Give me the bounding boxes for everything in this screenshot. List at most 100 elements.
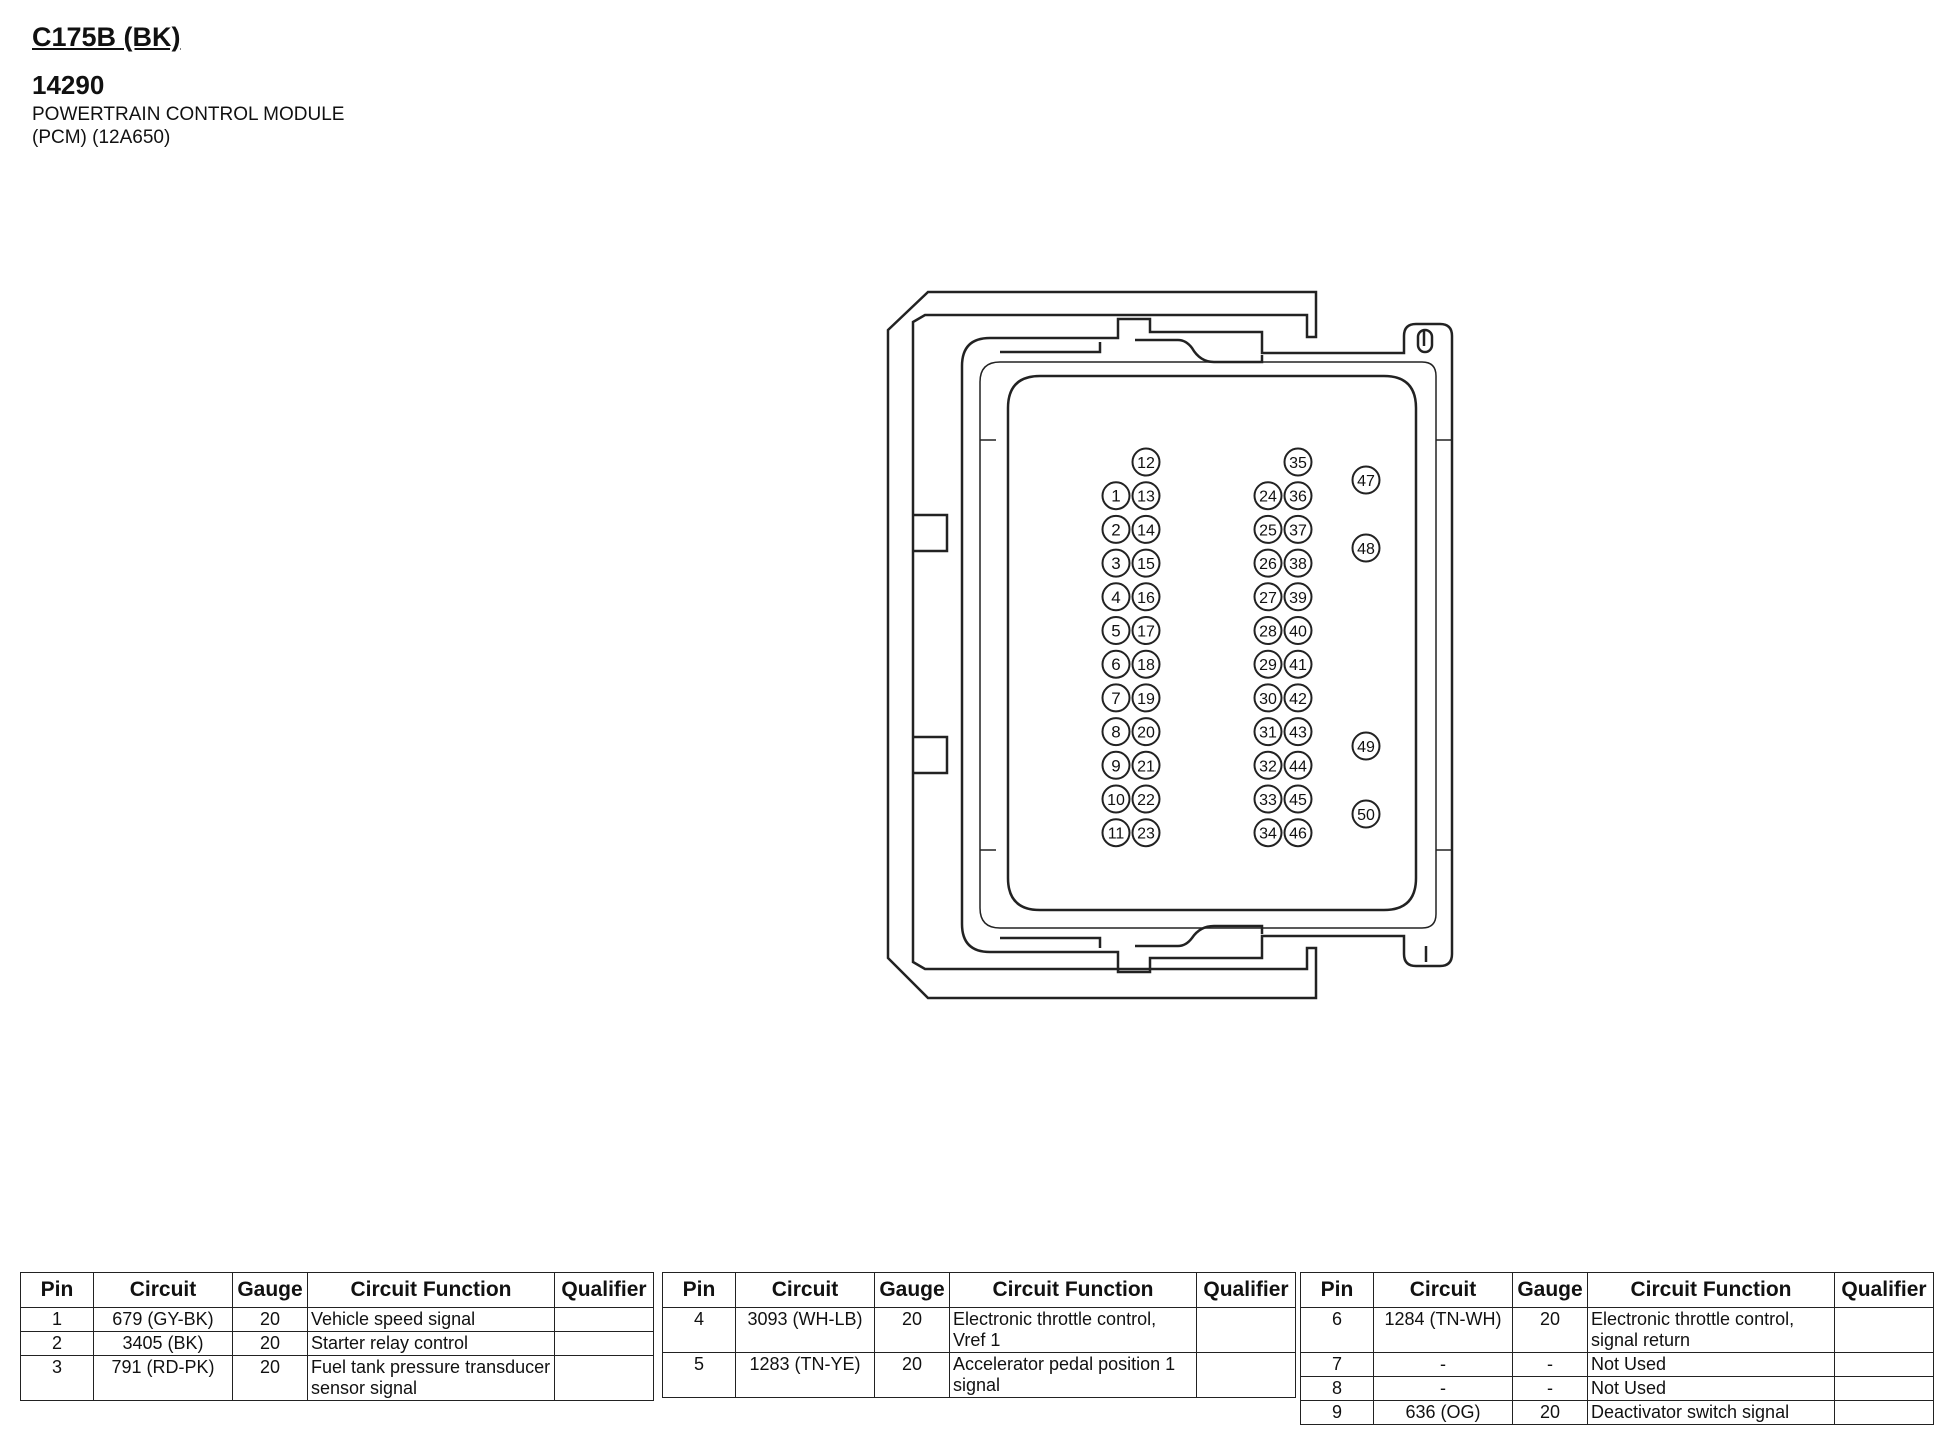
- pin-31: 31: [1253, 717, 1283, 747]
- pin-label: 45: [1289, 792, 1307, 809]
- pin-40: 40: [1283, 616, 1313, 645]
- pin-cell: 4: [662, 1307, 736, 1353]
- pin-14: 14: [1131, 514, 1161, 544]
- gauge-cell: 20: [232, 1331, 308, 1356]
- qualifier-cell: [554, 1355, 654, 1401]
- pin-50: 50: [1351, 799, 1381, 829]
- pin-38: 38: [1283, 548, 1313, 578]
- function-cell: Vehicle speed signal: [307, 1307, 555, 1332]
- pin-41: 41: [1283, 649, 1313, 679]
- pin-cavity: [1101, 514, 1131, 544]
- qualifier-cell: [1834, 1400, 1934, 1425]
- pin-label: 35: [1289, 455, 1307, 472]
- pin-label: 14: [1137, 522, 1155, 539]
- pin-cavity: [1131, 784, 1161, 814]
- function-cell: Not Used: [1587, 1376, 1835, 1401]
- pin-cavity: [1351, 533, 1381, 563]
- circuit-cell: 1283 (TN-YE): [735, 1352, 875, 1398]
- col-header-pin: Pin: [20, 1272, 94, 1308]
- qualifier-cell: [1196, 1352, 1296, 1398]
- pin-10: 10: [1101, 784, 1131, 814]
- pin-22: 22: [1131, 784, 1161, 814]
- pin-label: 6: [1111, 655, 1120, 674]
- pin-23: 23: [1131, 818, 1161, 848]
- pin-15: 15: [1131, 548, 1161, 578]
- pin-cell: 8: [1300, 1376, 1374, 1401]
- connector-housing: [886, 290, 1454, 1000]
- pin-label: 21: [1137, 758, 1155, 775]
- pin-12: 12: [1131, 447, 1161, 477]
- pin-18: 18: [1131, 649, 1161, 679]
- pin-label: 12: [1137, 455, 1155, 472]
- component-number: 14290: [32, 70, 105, 100]
- pin-cavity: [1253, 649, 1283, 679]
- pin-cavity: [1131, 649, 1161, 679]
- circuit-cell: 3093 (WH-LB): [735, 1307, 875, 1353]
- gauge-cell: -: [1512, 1352, 1588, 1377]
- pin-label: 26: [1259, 556, 1277, 573]
- gauge-cell: 20: [232, 1307, 308, 1332]
- pin-cavity: [1283, 548, 1313, 578]
- col-header-pin: Pin: [1300, 1272, 1374, 1308]
- pin-cavity: [1351, 799, 1381, 829]
- pin-cavity: [1283, 683, 1313, 713]
- pin-cavity: [1283, 582, 1313, 612]
- table-row: 9 636 (OG) 20 Deactivator switch signal: [1300, 1400, 1934, 1425]
- pin-label: 46: [1289, 826, 1307, 843]
- circuit-cell: 636 (OG): [1373, 1400, 1513, 1425]
- pin-label: 3: [1111, 554, 1120, 573]
- pin-6: 6: [1101, 649, 1131, 679]
- pin-label: 15: [1137, 556, 1155, 573]
- table-row: 5 1283 (TN-YE) 20 Accelerator pedal posi…: [662, 1352, 1296, 1398]
- connector-id: C175B (BK): [32, 22, 181, 52]
- pin-label: 36: [1289, 489, 1307, 506]
- pin-cavity: [1101, 750, 1131, 780]
- pin-37: 37: [1283, 514, 1313, 544]
- pin-1: 1: [1101, 481, 1131, 511]
- pin-cavity: [1253, 784, 1283, 814]
- pin-cavity: [1101, 548, 1131, 578]
- pin-cell: 3: [20, 1355, 94, 1401]
- pin-label: 47: [1357, 473, 1375, 490]
- col-header-circuit: Circuit: [735, 1272, 875, 1308]
- function-cell: Fuel tank pressure transducer sensor sig…: [307, 1355, 555, 1401]
- pin-cavity: [1131, 717, 1161, 747]
- pin-cavity: [1283, 649, 1313, 679]
- qualifier-cell: [554, 1307, 654, 1332]
- pin-label: 40: [1289, 624, 1307, 641]
- pin-label: 50: [1357, 807, 1375, 824]
- pin-label: 25: [1259, 522, 1277, 539]
- pin-cavity: [1131, 582, 1161, 612]
- col-header-qualifier: Qualifier: [1834, 1272, 1934, 1308]
- pin-26: 26: [1253, 548, 1283, 578]
- pin-label: 16: [1137, 590, 1155, 607]
- table-row: 2 3405 (BK) 20 Starter relay control: [20, 1331, 654, 1356]
- pin-cavity: [1131, 514, 1161, 544]
- pin-11: 11: [1101, 818, 1131, 848]
- pin-cavity: [1101, 683, 1131, 713]
- pin-16: 16: [1131, 582, 1161, 612]
- pin-30: 30: [1253, 683, 1283, 713]
- pin-4: 4: [1101, 582, 1131, 612]
- pin-cavity: [1351, 465, 1381, 495]
- pin-cavity: [1253, 750, 1283, 780]
- pin-cavity: [1253, 514, 1283, 544]
- col-header-gauge: Gauge: [1512, 1272, 1588, 1308]
- col-header-qualifier: Qualifier: [1196, 1272, 1296, 1308]
- qualifier-cell: [1834, 1307, 1934, 1353]
- pin-label: 2: [1111, 520, 1120, 539]
- col-header-circuit-function: Circuit Function: [307, 1272, 555, 1308]
- pin-42: 42: [1283, 683, 1313, 713]
- col-header-qualifier: Qualifier: [554, 1272, 654, 1308]
- pin-28: 28: [1253, 616, 1283, 645]
- qualifier-cell: [1834, 1376, 1934, 1401]
- pin-5: 5: [1101, 616, 1131, 645]
- gauge-cell: 20: [1512, 1400, 1588, 1425]
- pin-7: 7: [1101, 683, 1131, 713]
- pin-cavity: [1253, 818, 1283, 848]
- pin-cell: 2: [20, 1331, 94, 1356]
- pin-cavity: [1101, 784, 1131, 814]
- pin-cavity: [1131, 548, 1161, 578]
- pin-label: 7: [1111, 689, 1120, 708]
- col-header-circuit: Circuit: [93, 1272, 233, 1308]
